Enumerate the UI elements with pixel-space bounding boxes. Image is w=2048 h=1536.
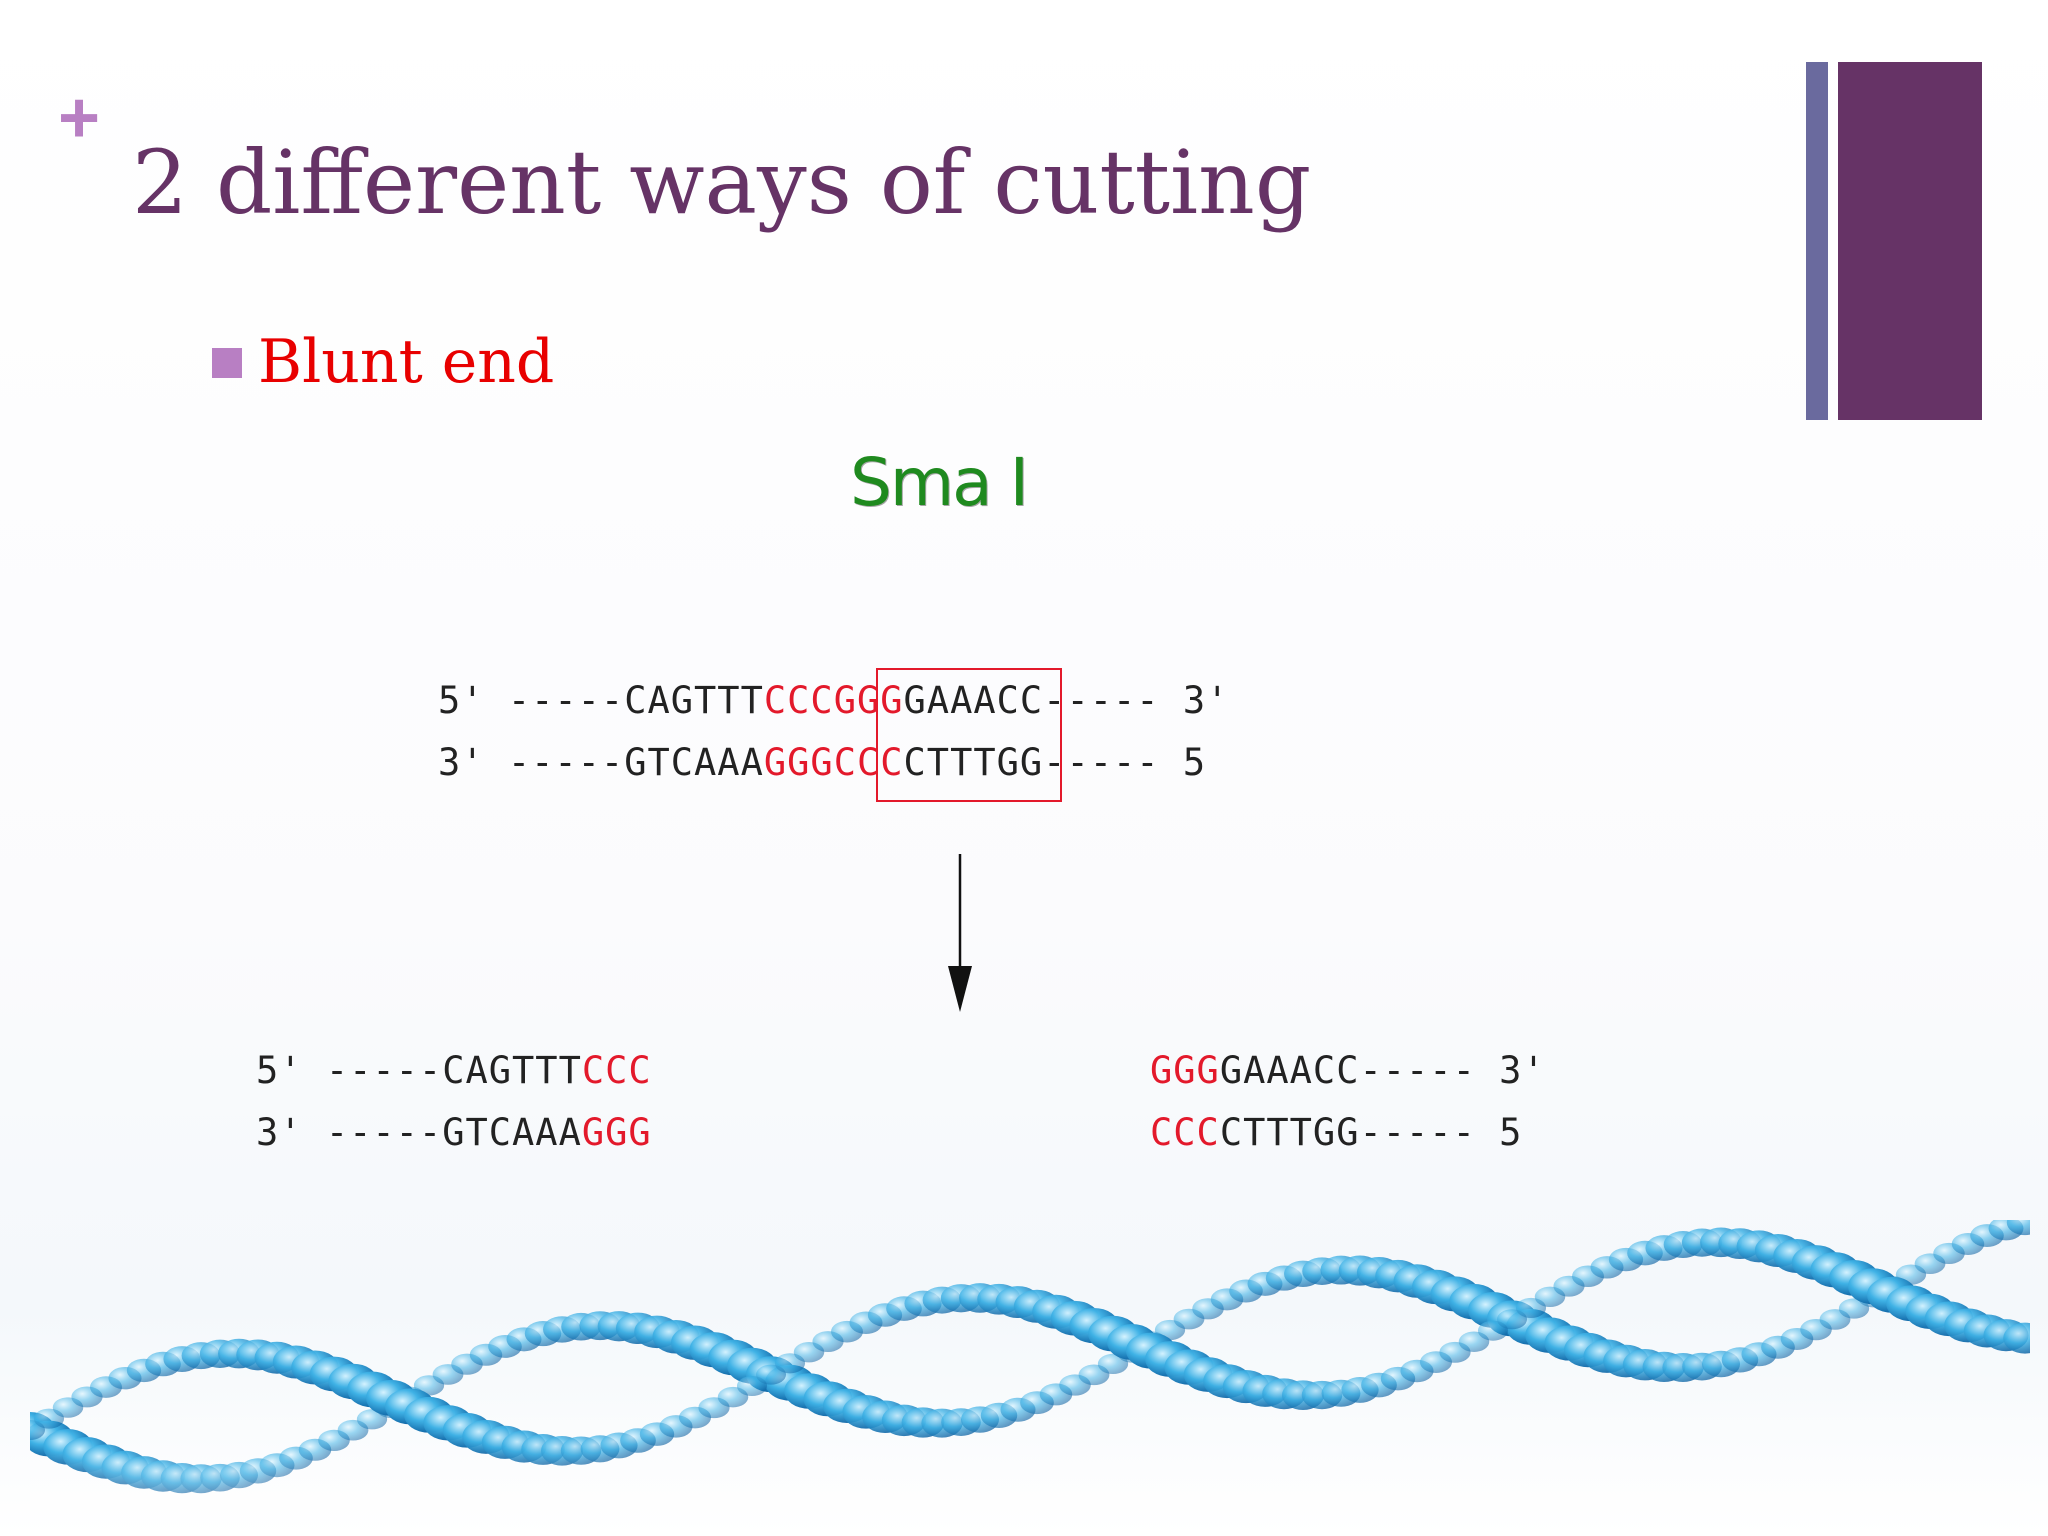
sequence-left-bottom: 3' -----GTCAAAGGG: [256, 1102, 652, 1164]
seq-site: CCC: [1150, 1111, 1220, 1154]
seq-prefix: 3' -----GTCAAA: [438, 741, 764, 784]
accent-bar-thick: [1838, 62, 1982, 420]
slide-title: 2 different ways of cutting: [132, 131, 1312, 234]
sequence-right-top: GGGGAAACC----- 3': [1150, 1040, 1546, 1102]
dna-helix-illustration: [30, 1220, 2030, 1536]
dna-bead: [2006, 1220, 2030, 1236]
seq-suffix: CTTTGG----- 5: [1219, 1111, 1523, 1154]
enzyme-label: Sma I: [850, 444, 1029, 521]
seq-site: CCC: [581, 1049, 652, 1092]
seq-site: GGG: [581, 1111, 652, 1154]
seq-site: GGGCCC: [763, 741, 904, 784]
sequence-left-top: 5' -----CAGTTTCCC: [256, 1040, 652, 1102]
seq-suffix: CTTTGG----- 5: [903, 741, 1207, 784]
sequence-right-bottom: CCCCTTTGG----- 5: [1150, 1102, 1522, 1164]
down-arrow-icon: [948, 854, 972, 1012]
dna-bead: [2003, 1322, 2030, 1354]
seq-prefix: 5' -----CAGTTT: [256, 1049, 582, 1092]
seq-prefix: 3' -----GTCAAA: [256, 1111, 582, 1154]
bullet-text: Blunt end: [258, 327, 555, 397]
restriction-site-box: [876, 668, 1062, 802]
sequence-before-bottom: 3' -----GTCAAAGGGCCCCTTTGG----- 5: [438, 732, 1206, 794]
seq-suffix: GAAACC----- 3': [903, 679, 1230, 722]
seq-site: CCCGGG: [763, 679, 904, 722]
seq-prefix: 5' -----CAGTTT: [438, 679, 764, 722]
bullet-square-icon: [212, 348, 242, 378]
seq-site: GGG: [1150, 1049, 1220, 1092]
seq-suffix: GAAACC----- 3': [1219, 1049, 1546, 1092]
accent-bar-thin: [1806, 62, 1828, 420]
sequence-before-top: 5' -----CAGTTTCCCGGGGAAACC----- 3': [438, 670, 1229, 732]
plus-icon: +: [58, 78, 101, 158]
